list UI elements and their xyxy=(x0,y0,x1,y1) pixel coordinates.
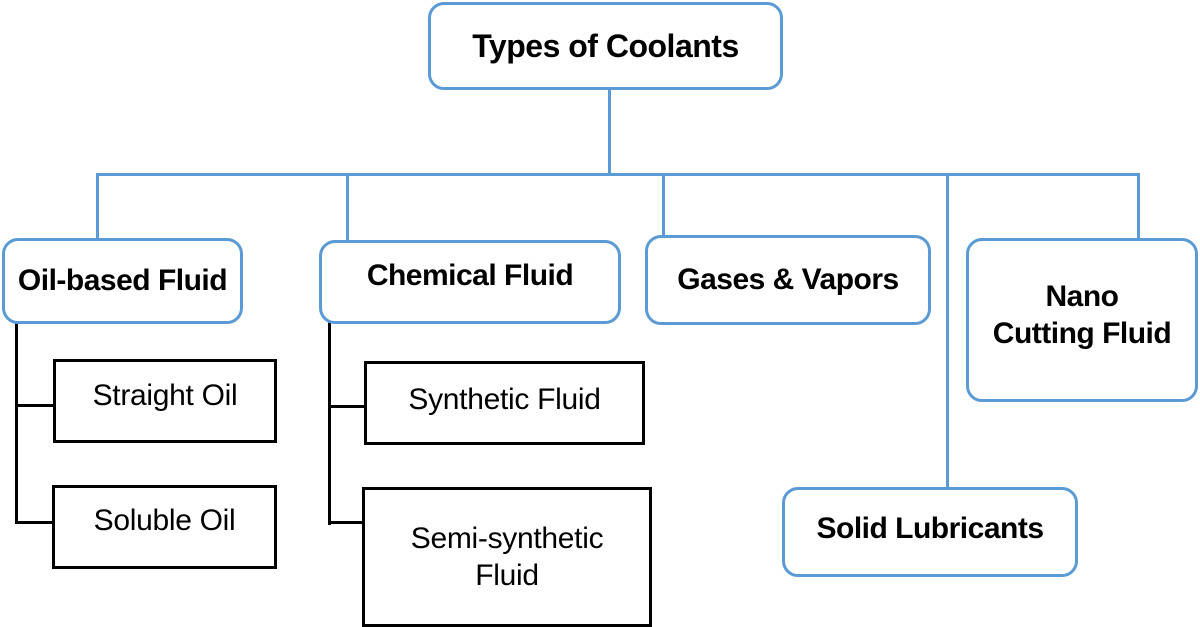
subitem-soluble-oil: Soluble Oil xyxy=(52,485,277,569)
category-nano-cutting-fluid: Nano Cutting Fluid xyxy=(966,238,1198,402)
subitem-semi-synthetic-fluid: Semi-synthetic Fluid xyxy=(362,487,652,627)
connector-solid xyxy=(946,176,949,488)
category-chemical-fluid: Chemical Fluid xyxy=(319,240,621,324)
category-gases-vapors: Gases & Vapors xyxy=(645,235,931,325)
subitem-label: Soluble Oil xyxy=(93,504,236,537)
connector-gases xyxy=(662,173,665,236)
category-label: Oil-based Fluid xyxy=(17,264,228,297)
connector-chemical xyxy=(346,176,349,241)
subitem-label-line2: Fluid xyxy=(475,559,539,592)
connector-oil-based xyxy=(96,173,99,240)
category-label-line2: Cutting Fluid xyxy=(992,317,1172,350)
category-label-line1: Nano xyxy=(1045,279,1120,313)
category-label: Gases & Vapors xyxy=(677,263,899,296)
subitem-label: Synthetic Fluid xyxy=(408,383,601,416)
oil-sub-branch-soluble xyxy=(15,521,55,524)
chem-sub-branch-synthetic xyxy=(328,405,366,408)
root-label: Types of Coolants xyxy=(472,27,739,64)
chem-sub-vertical xyxy=(328,321,331,525)
subitem-label-line1: Semi-synthetic xyxy=(410,521,604,555)
subitem-synthetic-fluid: Synthetic Fluid xyxy=(364,361,645,445)
horizontal-bus xyxy=(96,173,1140,176)
root-node: Types of Coolants xyxy=(428,2,783,90)
category-label: Solid Lubricants xyxy=(816,512,1044,545)
category-oil-based-fluid: Oil-based Fluid xyxy=(2,238,243,324)
oil-sub-vertical xyxy=(15,322,18,524)
subitem-label: Straight Oil xyxy=(92,379,238,412)
root-connector xyxy=(608,88,611,174)
subitem-straight-oil: Straight Oil xyxy=(53,359,277,443)
oil-sub-branch-straight xyxy=(15,404,55,407)
chem-sub-branch-semi xyxy=(328,521,366,524)
connector-nano xyxy=(1137,173,1140,241)
category-label: Chemical Fluid xyxy=(366,259,574,292)
category-solid-lubricants: Solid Lubricants xyxy=(782,487,1078,577)
